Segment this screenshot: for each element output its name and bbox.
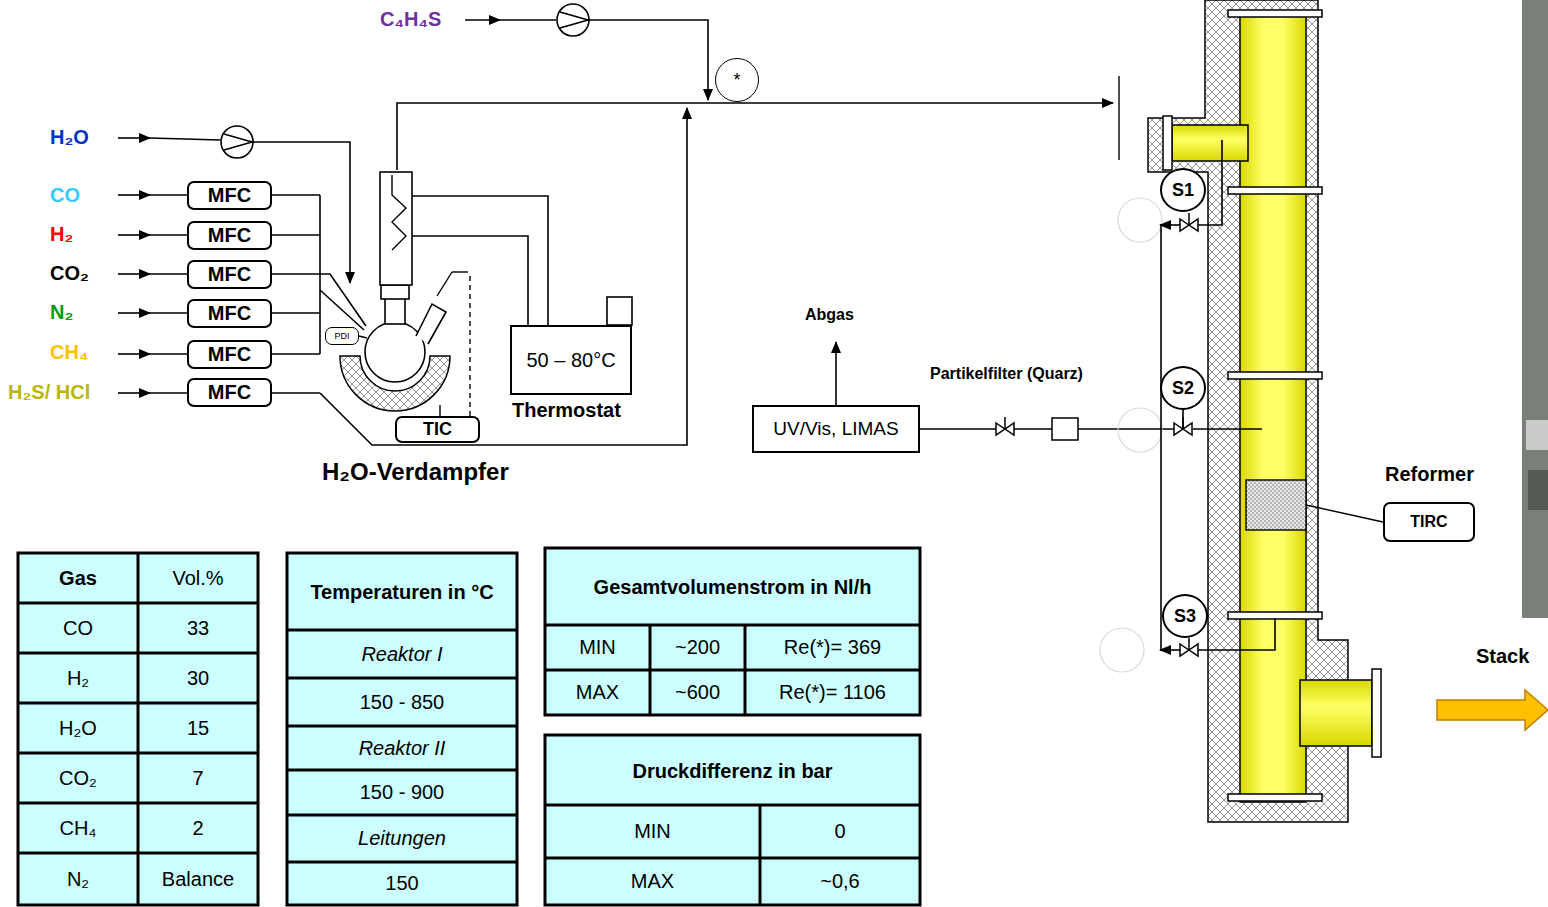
table-cell: ~600 — [650, 670, 745, 715]
sample-point: S3 — [1162, 594, 1208, 638]
input-gas: N₂ — [50, 301, 73, 324]
table-cell: H₂O — [18, 703, 138, 753]
node-text: MFC — [208, 184, 251, 207]
table-cell: 150 — [287, 862, 517, 904]
filter-label: Partikelfilter (Quarz) — [930, 365, 1083, 383]
mfc-box: MFC — [187, 378, 272, 407]
node-text: MFC — [208, 381, 251, 404]
node-text: MFC — [208, 343, 251, 366]
unit-title: Reformer — [1385, 463, 1474, 486]
node-text: * — [733, 70, 740, 91]
table-cell: 2 — [138, 803, 258, 853]
table-cell: Reaktor I — [287, 630, 517, 678]
mfc-box: MFC — [187, 260, 272, 289]
table-cell: ~0,6 — [760, 858, 920, 904]
node-heading: Thermostat — [512, 399, 621, 422]
node-text: S3 — [1174, 606, 1196, 627]
node-text: MFC — [208, 302, 251, 325]
table-cell: Vol.% — [138, 553, 258, 603]
input-gas: CH₄ — [50, 341, 88, 364]
mfc-box: MFC — [187, 181, 272, 210]
table-cell: Reaktor II — [287, 726, 517, 770]
table-cell: MIN — [545, 625, 650, 670]
mfc-box: MFC — [187, 221, 272, 250]
table-cell: 30 — [138, 653, 258, 703]
node-text: TIC — [423, 419, 452, 440]
pdi-box: PDI — [325, 327, 359, 345]
node-text: S2 — [1172, 378, 1194, 399]
table-cell: Temperaturen in °C — [291, 555, 513, 630]
table-cell: Re(*)= 369 — [745, 625, 920, 670]
input-gas: H₂O — [50, 126, 89, 149]
table-cell: MAX — [545, 670, 650, 715]
mfc-box: MFC — [187, 299, 272, 328]
outlet-label: Stack — [1476, 645, 1529, 668]
table-cell: Druckdifferenz in bar — [549, 737, 916, 805]
table-cell: H₂ — [18, 653, 138, 703]
outlet-label: Abgas — [805, 306, 854, 324]
table-cell: Re(*)= 1106 — [745, 670, 920, 715]
node-text: TIRC — [1410, 513, 1447, 531]
input-gas: CO — [50, 184, 80, 207]
input-gas: C₄H₄S — [380, 8, 441, 31]
table-cell: 150 - 850 — [287, 678, 517, 726]
unit-title: H₂O-Verdampfer — [322, 458, 509, 486]
table-cell: Gas — [18, 553, 138, 603]
node-text: MFC — [208, 224, 251, 247]
node-text: 50 – 80°C — [526, 349, 615, 372]
table-cell: ~200 — [650, 625, 745, 670]
analyzer-box: UV/Vis, LIMAS — [752, 405, 920, 453]
table-cell: MIN — [545, 805, 760, 858]
sample-point: S2 — [1160, 366, 1206, 410]
table-cell: 0 — [760, 805, 920, 858]
table-cell: Balance — [138, 853, 258, 905]
table-cell: CO₂ — [18, 753, 138, 803]
table-cell: N₂ — [18, 853, 138, 905]
node-text: MFC — [208, 263, 251, 286]
junction-circle: * — [715, 58, 759, 102]
thermostat-box: 50 – 80°CThermostat — [510, 325, 632, 395]
table-cell: Gesamtvolumenstrom in Nl/h — [549, 550, 916, 625]
table-cell: Leitungen — [287, 815, 517, 862]
input-gas: H₂S/ HCl — [8, 381, 90, 404]
input-gas: CO₂ — [50, 262, 89, 285]
photo — [1522, 0, 1548, 618]
node-text: PDI — [334, 331, 349, 341]
table-cell: 33 — [138, 603, 258, 653]
input-gas: H₂ — [50, 223, 73, 246]
sample-point: S1 — [1160, 168, 1206, 212]
table-cell: CO — [18, 603, 138, 653]
node-text: UV/Vis, LIMAS — [773, 418, 898, 440]
controller-box: TIRC — [1383, 502, 1475, 542]
table-cell: CH₄ — [18, 803, 138, 853]
node-text: S1 — [1172, 180, 1194, 201]
table-cell: MAX — [545, 858, 760, 904]
table-cell: 150 - 900 — [287, 770, 517, 815]
controller-box: TIC — [395, 416, 480, 443]
table-cell: 15 — [138, 703, 258, 753]
mfc-box: MFC — [187, 340, 272, 369]
table-cell: 7 — [138, 753, 258, 803]
